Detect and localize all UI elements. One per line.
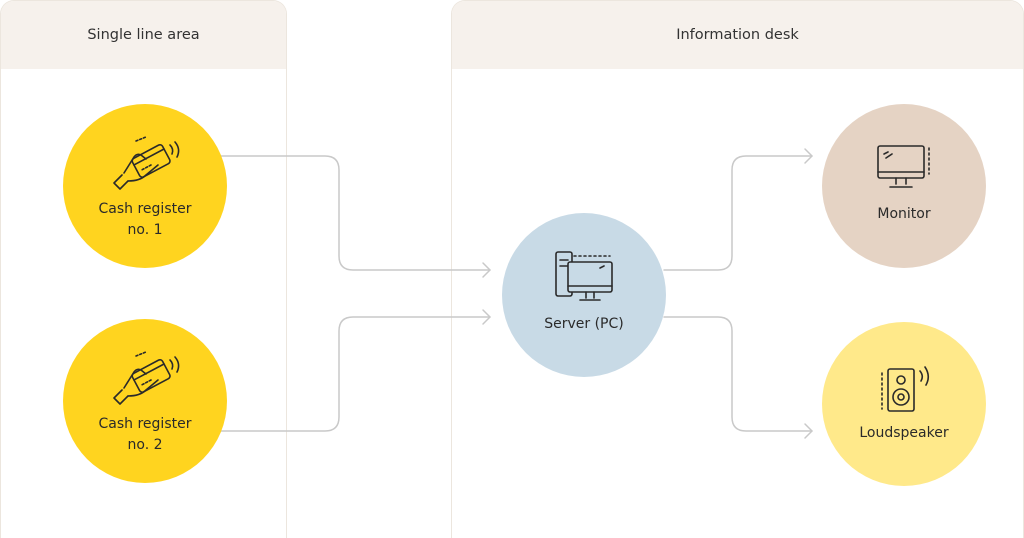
- speaker-icon: [881, 365, 930, 412]
- arrowhead-server-speaker: [804, 423, 813, 439]
- monitor-icon: [877, 144, 930, 188]
- server-pc-node: Server (PC): [502, 213, 666, 377]
- arrowhead-server-monitor: [804, 148, 813, 164]
- cash-register-1-label: Cash register no. 1: [99, 199, 192, 241]
- cash-register-1-node: Cash register no. 1: [63, 104, 227, 268]
- connector-server-monitor: [663, 155, 813, 271]
- loudspeaker-label: Loudspeaker: [859, 424, 949, 441]
- monitor-node: Monitor: [822, 104, 986, 268]
- single-line-area-title: Single line area: [1, 1, 286, 69]
- cash-register-2-line2: no. 2: [127, 437, 163, 453]
- card-payment-icon: [113, 136, 180, 190]
- monitor-label: Monitor: [877, 205, 931, 222]
- cash-register-2-line1: Cash register: [98, 416, 192, 432]
- loudspeaker-node: Loudspeaker: [822, 322, 986, 486]
- cash-register-2-label: Cash register no. 2: [99, 414, 192, 456]
- cash-register-1-line1: Cash register: [98, 201, 192, 217]
- card-payment-icon: [113, 351, 180, 405]
- computer-icon: [555, 250, 613, 301]
- arrowhead-cash2-server: [482, 309, 491, 325]
- information-desk-title: Information desk: [452, 1, 1023, 69]
- connector-server-speaker: [663, 316, 813, 432]
- cash-register-2-node: Cash register no. 2: [63, 319, 227, 483]
- connector-cash2-server: [219, 316, 491, 432]
- connector-cash1-server: [219, 155, 491, 271]
- arrowhead-cash1-server: [482, 262, 491, 278]
- server-pc-label: Server (PC): [544, 315, 624, 332]
- cash-register-1-line2: no. 1: [127, 222, 163, 238]
